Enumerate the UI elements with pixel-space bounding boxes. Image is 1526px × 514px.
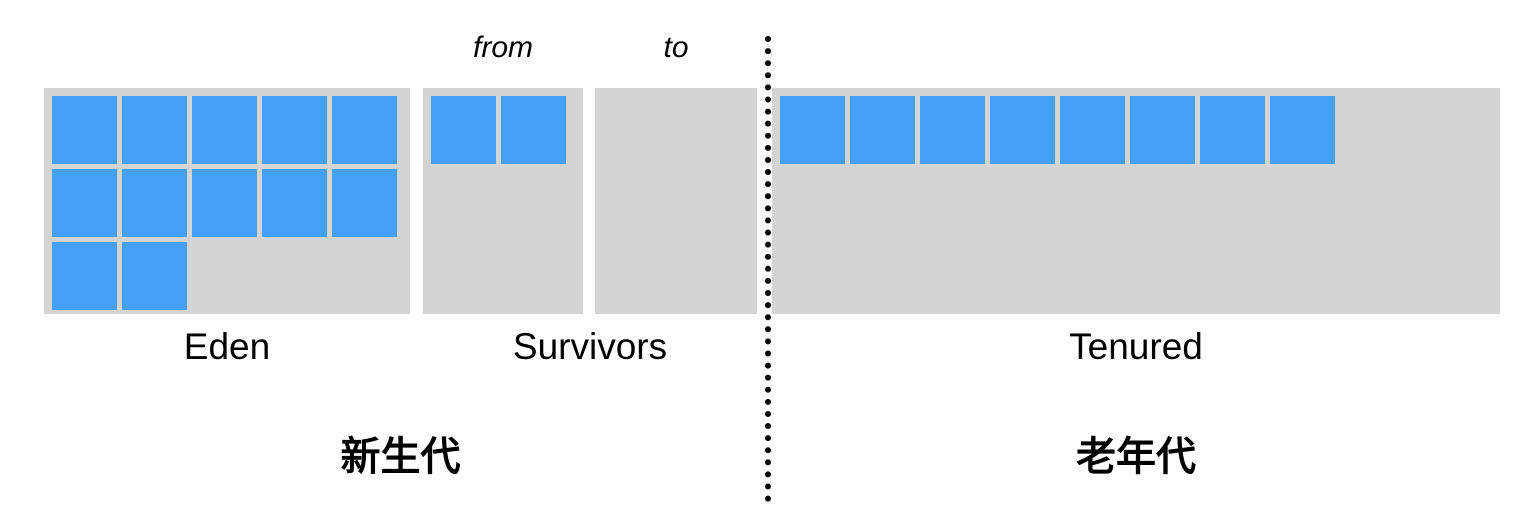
memory-pool-eden[interactable] <box>44 88 410 314</box>
pool-label-eden: Eden <box>183 326 271 367</box>
tenured-cell[interactable] <box>1130 96 1195 164</box>
young-old-generation-divider <box>765 36 771 502</box>
eden-cell[interactable] <box>52 96 117 164</box>
eden-cell[interactable] <box>262 169 327 237</box>
memory-pool-tenured[interactable] <box>772 88 1500 314</box>
tenured-cell[interactable] <box>1200 96 1265 164</box>
survivor-from-cell[interactable] <box>501 96 566 164</box>
eden-cell-row <box>52 96 397 164</box>
tenured-cell[interactable] <box>1270 96 1335 164</box>
survivor-from-marker: from <box>473 31 533 64</box>
eden-cell-row <box>52 169 397 237</box>
generation-label-young: 新生代 <box>340 435 461 479</box>
pool-label-tenured: Tenured <box>1069 326 1203 367</box>
eden-cell[interactable] <box>192 96 257 164</box>
survivor-from-cell-row <box>431 96 566 164</box>
eden-cell[interactable] <box>52 169 117 237</box>
memory-pool-survivor-to[interactable] <box>595 88 757 314</box>
tenured-cell[interactable] <box>990 96 1055 164</box>
eden-cell[interactable] <box>122 96 187 164</box>
survivor-from-cell-grid <box>431 96 575 164</box>
pool-label-survivors: Survivors <box>512 326 668 367</box>
generation-label-old: 老年代 <box>1076 435 1196 479</box>
eden-cell-row <box>52 242 187 310</box>
eden-cell[interactable] <box>122 242 187 310</box>
eden-cell[interactable] <box>52 242 117 310</box>
tenured-cell-grid <box>780 96 1492 164</box>
eden-cell[interactable] <box>332 169 397 237</box>
tenured-cell[interactable] <box>1060 96 1125 164</box>
survivor-from-cell[interactable] <box>431 96 496 164</box>
tenured-cell-row <box>780 96 1335 164</box>
eden-cell[interactable] <box>332 96 397 164</box>
eden-cell[interactable] <box>262 96 327 164</box>
memory-pool-survivor-from[interactable] <box>423 88 583 314</box>
tenured-cell[interactable] <box>780 96 845 164</box>
eden-cell[interactable] <box>122 169 187 237</box>
eden-cell-grid <box>52 96 402 310</box>
tenured-cell[interactable] <box>850 96 915 164</box>
tenured-cell[interactable] <box>920 96 985 164</box>
survivor-to-marker: to <box>663 31 689 64</box>
eden-cell[interactable] <box>192 169 257 237</box>
